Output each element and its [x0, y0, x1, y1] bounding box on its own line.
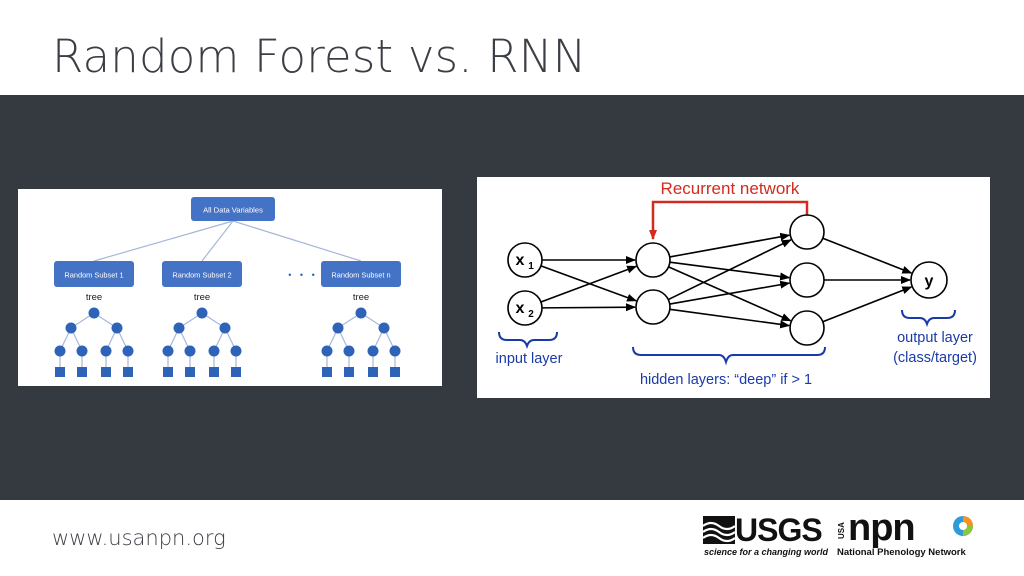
usgs-wave-icon	[703, 516, 735, 544]
rf-tree-node	[321, 345, 333, 357]
rnn-connection-arrow	[822, 286, 913, 323]
hidden1-node-1	[635, 242, 671, 278]
rf-leaf-square	[231, 367, 241, 377]
footer-url[interactable]: www.usanpn.org	[52, 526, 226, 550]
rf-subset-box-1: Random Subset 1	[54, 261, 134, 287]
input-layer-brace	[498, 331, 558, 350]
rnn-connection-arrow	[541, 303, 637, 312]
rf-tree-node	[111, 322, 123, 334]
rf-leaf-square	[123, 367, 133, 377]
rf-tree-node	[173, 322, 185, 334]
rf-tree-node	[332, 322, 344, 334]
rf-root-edge	[232, 220, 362, 262]
rf-leaf-square	[344, 367, 354, 377]
input-layer-label: input layer	[496, 351, 563, 367]
rf-leaf-square	[163, 367, 173, 377]
hidden2-node-1	[789, 214, 825, 250]
hidden2-node-2	[789, 262, 825, 298]
rnn-diagram: Recurrent network x 1 x 2 y input l	[477, 177, 990, 398]
rnn-svg: Recurrent network x 1 x 2 y input l	[496, 179, 977, 388]
rf-subset-label: Random Subset n	[331, 271, 390, 280]
rf-leaf-square	[101, 367, 111, 377]
hidden2-node-3	[789, 310, 825, 346]
rf-tree-node	[230, 345, 242, 357]
rnn-connection-arrow	[822, 237, 913, 274]
hidden-layers-label: hidden layers: “deep” if > 1	[640, 372, 812, 388]
rf-subset-label: Random Subset 1	[64, 271, 123, 280]
rf-root-edge	[93, 220, 234, 262]
recurrent-arrow	[649, 200, 809, 240]
rnn-connection-arrow	[669, 280, 791, 305]
npn-tagline: National Phenology Network	[837, 547, 966, 558]
rf-leaf-square	[368, 367, 378, 377]
rf-tree-node	[208, 345, 220, 357]
rf-leaf-square	[390, 367, 400, 377]
x1-subscript: 1	[528, 261, 534, 272]
rf-tree-node	[184, 345, 196, 357]
rf-tree-node	[389, 345, 401, 357]
rf-root-box: All Data Variables	[191, 197, 275, 221]
recurrent-network-label: Recurrent network	[661, 179, 800, 198]
usgs-logo: USGS science for a changing world	[703, 512, 828, 560]
output-layer-brace	[901, 309, 956, 328]
rf-subset-label: Random Subset 2	[172, 271, 231, 280]
rf-root-edge	[201, 220, 234, 262]
rf-tree-node	[378, 322, 390, 334]
rf-leaf-square	[322, 367, 332, 377]
rf-subset-box-2: Random Subset 2	[162, 261, 242, 287]
rf-tree-node	[88, 307, 100, 319]
random-forest-svg: All Data Variables Random Subset 1 Random…	[54, 197, 401, 377]
rf-tree-label: tree	[353, 292, 369, 303]
input-node-x1: x 1	[507, 242, 543, 278]
rnn-connection-arrow	[669, 308, 791, 329]
hidden-layers-brace	[632, 346, 826, 366]
rf-leaf-square	[77, 367, 87, 377]
footer-logos: USGS science for a changing world USA np…	[703, 507, 983, 562]
rf-tree-node	[76, 345, 88, 357]
rf-tree-node	[196, 307, 208, 319]
rf-tree-node	[100, 345, 112, 357]
rf-tree-node	[219, 322, 231, 334]
x2-symbol: x	[516, 300, 525, 317]
slide-title: Random Forest vs. RNN	[52, 30, 587, 83]
rf-tree-node	[122, 345, 134, 357]
usgs-tagline: science for a changing world	[704, 547, 829, 557]
rf-subset-box-3: Random Subset n	[321, 261, 401, 287]
rf-tree-node	[367, 345, 379, 357]
npn-leaf-icon	[953, 516, 973, 536]
rf-tree-node	[54, 345, 66, 357]
rf-tree-label: tree	[86, 292, 102, 303]
rf-tree-node	[343, 345, 355, 357]
output-layer-sublabel: (class/target)	[893, 350, 977, 366]
npn-logo: USA npn National Phenology Network	[837, 507, 983, 562]
y-symbol: y	[925, 273, 934, 290]
rf-ellipsis: • • •	[288, 270, 317, 280]
rnn-connection-arrow	[669, 232, 791, 258]
input-node-x2: x 2	[507, 290, 543, 326]
rf-tree-label: tree	[194, 292, 210, 303]
output-node-y: y	[910, 261, 948, 299]
usgs-wordmark: USGS	[735, 512, 823, 548]
rf-tree-node	[162, 345, 174, 357]
rf-tree-node	[65, 322, 77, 334]
rf-leaf-square	[55, 367, 65, 377]
rnn-connection-arrow	[667, 239, 792, 301]
rf-leaf-square	[209, 367, 219, 377]
x2-subscript: 2	[528, 309, 534, 320]
random-forest-diagram: All Data Variables Random Subset 1 Random…	[18, 189, 442, 386]
rnn-connection-arrow	[540, 265, 638, 303]
output-layer-label: output layer	[897, 330, 973, 346]
rf-leaf-square	[185, 367, 195, 377]
hidden1-node-2	[635, 289, 671, 325]
npn-wordmark: npn	[848, 507, 916, 549]
rf-tree-node	[355, 307, 367, 319]
npn-usa-text: USA	[837, 522, 846, 540]
x1-symbol: x	[516, 252, 525, 269]
rf-root-label: All Data Variables	[203, 206, 263, 215]
